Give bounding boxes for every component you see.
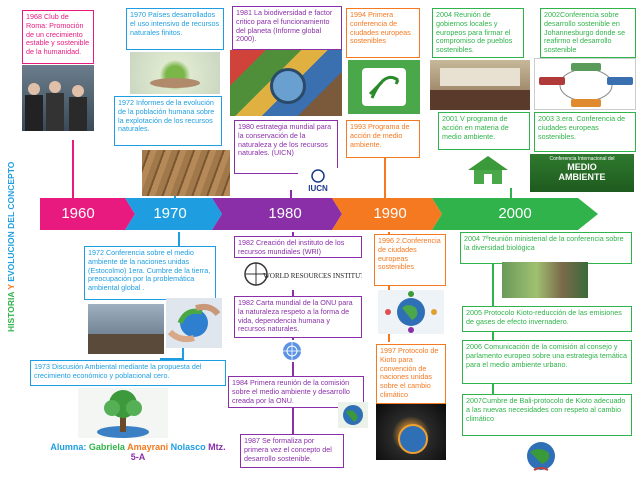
svg-text:HISTORIA Y EVOLUCION DEL CONCE: HISTORIA Y EVOLUCION DEL CONCEPTO DE DES…: [6, 160, 16, 332]
credit-name-3: Nolasco: [170, 442, 209, 452]
event-1973: 1973 Discusión Ambiental mediante la pro…: [30, 360, 226, 386]
side-title: HISTORIA Y EVOLUCION DEL CONCEPTO DE DES…: [2, 21, 32, 360]
era-segment-1980: [212, 198, 342, 230]
event-1972-estocolmo: 1972 Conferencia sobre el medio ambiente…: [84, 246, 216, 300]
event-2007: 2007Cumbre de Bali-protocolo de Kioto ad…: [462, 394, 632, 436]
recycle-sign: [348, 60, 420, 114]
connector-1996: [388, 232, 390, 342]
event-2004-biodiversidad: 2004 7ªreunión ministerial de la confere…: [460, 232, 632, 264]
era-label-1960: 1960: [61, 204, 95, 222]
event-1987: 1987 Se formaliza por primera vez el con…: [240, 434, 344, 468]
connector-1968: [72, 140, 74, 198]
connector-1980: [290, 190, 292, 198]
globe-people-photo: [378, 290, 444, 334]
connector-1993: [384, 158, 386, 198]
event-2005: 2005 Protocolo Kioto-reducción de las em…: [462, 306, 632, 332]
side-title-part1: HISTORIA: [6, 290, 16, 332]
hands-icon: [167, 303, 221, 343]
era-label-2000: 2000: [498, 204, 532, 222]
event-2001: 2001 V programa de acción en materia de …: [438, 112, 530, 150]
credit-group: 5-A: [130, 452, 146, 462]
event-1968: 1968 Club de Roma: Promoción de un creci…: [22, 10, 94, 64]
un-emblem: [270, 340, 314, 362]
iucn-logo-text: IUCN: [308, 184, 328, 193]
connector-1972b: [178, 232, 180, 246]
event-1981: 1981 La biodiversidad e factor critico p…: [232, 6, 342, 50]
wri-logo-text: WORLD RESOURCES INSTITUTE: [263, 272, 362, 280]
eco-house: [452, 152, 524, 188]
hands-globe-photo: [166, 298, 222, 348]
era-segment-1970: [125, 198, 222, 230]
event-1970: 1970 Países desarrollados el uso intensi…: [126, 8, 224, 50]
event-1982-wri: 1982 Creación del instituto de los recur…: [234, 236, 362, 258]
tree-globe-photo: [78, 388, 168, 438]
biodiversity-collage: [230, 50, 342, 116]
sprout-globe-photo: [130, 52, 220, 94]
event-1993: 1993 Programa de acción de medio ambient…: [346, 120, 420, 158]
event-1972-informes: 1972 Informes de la evolución de la pobl…: [114, 96, 222, 146]
event-1982-carta: 1982 Carta mundial de la ONU para la nat…: [234, 296, 362, 338]
era-segment-1960: [40, 198, 135, 230]
era-label-1970: 1970: [153, 204, 187, 222]
sustainability-cycle-diagram: [534, 58, 636, 110]
event-2002: 2002Conferencia sobre desarrollo sosteni…: [540, 8, 636, 58]
iucn-logo: IUCN: [298, 168, 338, 194]
timeline-arrow: [40, 198, 598, 230]
credit-name-1: Gabriela: [88, 442, 128, 452]
event-1996: 1996 2.Conferencia de ciudades europeas …: [374, 234, 446, 286]
era-label-1980: 1980: [268, 204, 302, 222]
connector-1973-h: [160, 358, 184, 360]
medio-ambiente-header: Conferencia Internacional del: [549, 156, 615, 162]
event-2006: 2006 Comunicación de la comisión al cons…: [462, 340, 632, 384]
wri-logo: WORLD RESOURCES INSTITUTE: [236, 258, 362, 290]
era-segment-1990: [332, 198, 442, 230]
event-2003: 2003 3.era. Conferencia de ciudades euro…: [534, 112, 636, 152]
melting-earth-photo: [506, 436, 576, 472]
side-title-part3: EVOLUCION DEL CONCEPTO DE DESARROLLO SUS…: [6, 160, 16, 282]
globe-icon: [343, 405, 363, 425]
meeting-hall-photo: [430, 60, 530, 110]
un-emblem-icon: [283, 342, 301, 360]
event-2004-reunion: 2004 Reunión de gobiernos locales y euro…: [432, 8, 524, 58]
side-title-part2: Y: [6, 282, 16, 290]
house-icon: [468, 156, 508, 184]
medio-ambiente-logo: Conferencia Internacional del MEDIO AMBI…: [530, 154, 634, 192]
burning-earth-photo: [376, 404, 446, 460]
credit-name-4: Mtz.: [208, 442, 226, 452]
era-segment-2000: [432, 198, 598, 230]
event-1980: 1980 estrategia mundial para la conserva…: [234, 120, 338, 174]
dry-earth-photo: [142, 150, 230, 196]
conference-photo: [88, 304, 164, 354]
credit-label: Alumna:: [50, 442, 89, 452]
event-1997: 1997 Protocolo de Kioto para convención …: [376, 344, 446, 404]
author-credit: Alumna: Gabriela Amayrani Nolasco Mtz. 5…: [38, 442, 238, 462]
medio-ambiente-word1: MEDIO: [567, 162, 597, 172]
event-1994: 1994 Primera conferencia de ciudades eur…: [346, 8, 420, 58]
earth-photo: [338, 402, 368, 428]
biodiversity-photo: [502, 262, 588, 298]
club-de-roma-photo: [22, 65, 94, 131]
recycle-icon: [362, 68, 406, 106]
era-label-1990: 1990: [373, 204, 407, 222]
credit-name-2: Amayrani: [127, 442, 171, 452]
medio-ambiente-word2: AMBIENTE: [558, 172, 606, 182]
